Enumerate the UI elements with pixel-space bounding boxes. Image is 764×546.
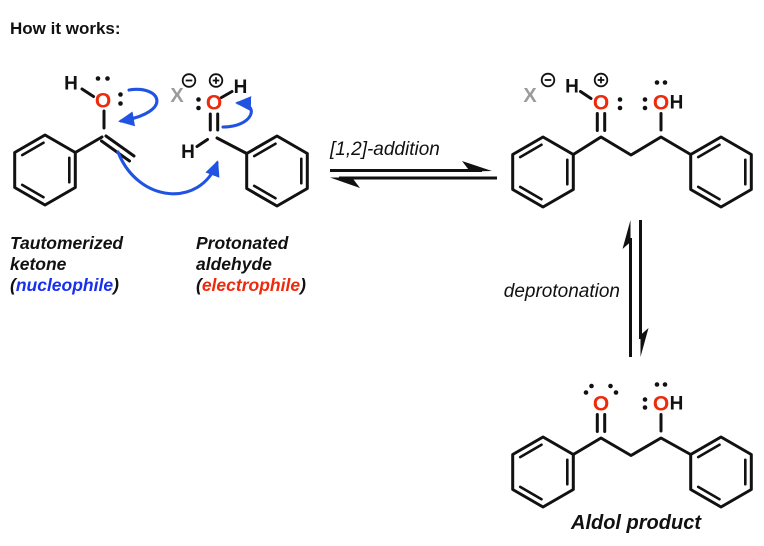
protonated-aldehyde-molecule: X O H H — [170, 73, 309, 208]
hydrogen-label: H — [64, 74, 78, 95]
curved-electron-arrow — [116, 150, 220, 196]
counterion-label: X — [170, 85, 184, 107]
paren: ) — [300, 275, 306, 295]
lone-pair-dot — [196, 105, 201, 111]
right-species-caption: Protonated aldehyde (electrophile) — [196, 233, 306, 296]
lone-pair-dot — [642, 97, 648, 102]
lone-pair-dot — [617, 97, 623, 102]
equilibrium-arrow-horizontal — [330, 161, 497, 188]
species-role-line: (electrophile) — [196, 275, 306, 296]
benzene-ring — [511, 435, 575, 509]
species-name-line: Tautomerized — [10, 233, 124, 253]
protonated-adduct-molecule: X H O O H — [511, 72, 753, 209]
hydrogen-label: H — [181, 142, 195, 163]
lone-pair-dot — [105, 76, 110, 81]
hydrogen-label: H — [670, 93, 684, 114]
paren: ) — [113, 275, 119, 295]
bond-o-h — [220, 90, 234, 99]
species-name-line: aldehyde — [196, 254, 272, 274]
oxygen-label: O — [593, 92, 609, 115]
minus-charge-icon — [540, 72, 556, 88]
lone-pair-dot — [583, 390, 589, 395]
lone-pair-dot — [642, 105, 648, 111]
aldol-product-molecule: O O H — [511, 382, 753, 509]
reverse-arrowhead — [330, 177, 360, 188]
bond — [73, 135, 104, 154]
lone-pair-dot — [642, 397, 648, 402]
plus-charge-icon — [208, 73, 224, 88]
oxygen-label: O — [653, 92, 669, 115]
paren: ( — [196, 275, 202, 295]
lone-pair-dot — [613, 390, 619, 395]
oxygen-label: O — [206, 92, 222, 115]
lone-pair-dot — [617, 105, 623, 111]
oxygen-label: O — [653, 393, 669, 416]
species-name-line: Protonated — [196, 233, 289, 253]
benzene-ring — [245, 134, 309, 208]
equilibrium-arrow-vertical — [622, 220, 649, 357]
oxygen-label: O — [95, 90, 111, 113]
lone-pair-dot — [662, 80, 668, 85]
backbone-bonds — [571, 135, 693, 157]
up-arrowhead — [622, 220, 631, 249]
deprotonation-step-label: deprotonation — [503, 281, 620, 302]
double-bond — [104, 134, 136, 158]
lone-pair-dot — [118, 101, 123, 106]
page-title: How it works: — [10, 19, 121, 38]
lone-pair-dot — [95, 76, 101, 81]
lone-pair-dot — [654, 382, 660, 387]
lone-pair-dot — [589, 383, 594, 389]
curved-electron-arrow — [118, 87, 159, 127]
hydrogen-label: H — [565, 77, 579, 98]
bond-h-o — [579, 90, 593, 100]
addition-step-label: [1,2]-addition — [330, 139, 440, 160]
species-name-line: ketone — [10, 254, 67, 274]
lone-pair-dot — [642, 405, 648, 410]
benzene-ring — [689, 435, 753, 509]
hydrogen-label: H — [670, 394, 684, 415]
lone-pair-dot — [654, 80, 660, 85]
nucleophile-word: nucleophile — [15, 275, 114, 295]
hydrogen-label: H — [234, 77, 248, 98]
species-role-line: (nucleophile) — [10, 275, 123, 296]
plus-charge-icon — [593, 72, 609, 88]
benzene-ring — [13, 133, 77, 207]
lone-pair-dot — [608, 383, 613, 389]
lone-pair-dot — [662, 382, 668, 387]
backbone-bonds — [571, 436, 693, 457]
paren: ( — [10, 275, 16, 295]
left-species-caption: Tautomerized ketone (nucleophile) — [10, 233, 123, 296]
aldol-product-label: Aldol product — [571, 512, 701, 534]
minus-charge-icon — [181, 73, 197, 88]
forward-arrowhead — [462, 161, 492, 172]
counterion-label: X — [523, 85, 537, 107]
oxygen-label: O — [593, 393, 609, 416]
bond — [215, 136, 249, 155]
down-arrowhead — [640, 328, 649, 357]
bond-o-h — [80, 87, 95, 98]
lone-pair-dot — [196, 97, 201, 102]
enol-molecule: H O — [13, 74, 136, 207]
lone-pair-dot — [118, 92, 123, 97]
benzene-ring — [511, 135, 575, 209]
benzene-ring — [689, 135, 753, 209]
bond-c-h — [195, 138, 209, 148]
curved-electron-arrow — [221, 96, 253, 129]
double-bond — [100, 139, 131, 163]
electrophile-word: electrophile — [201, 275, 301, 295]
